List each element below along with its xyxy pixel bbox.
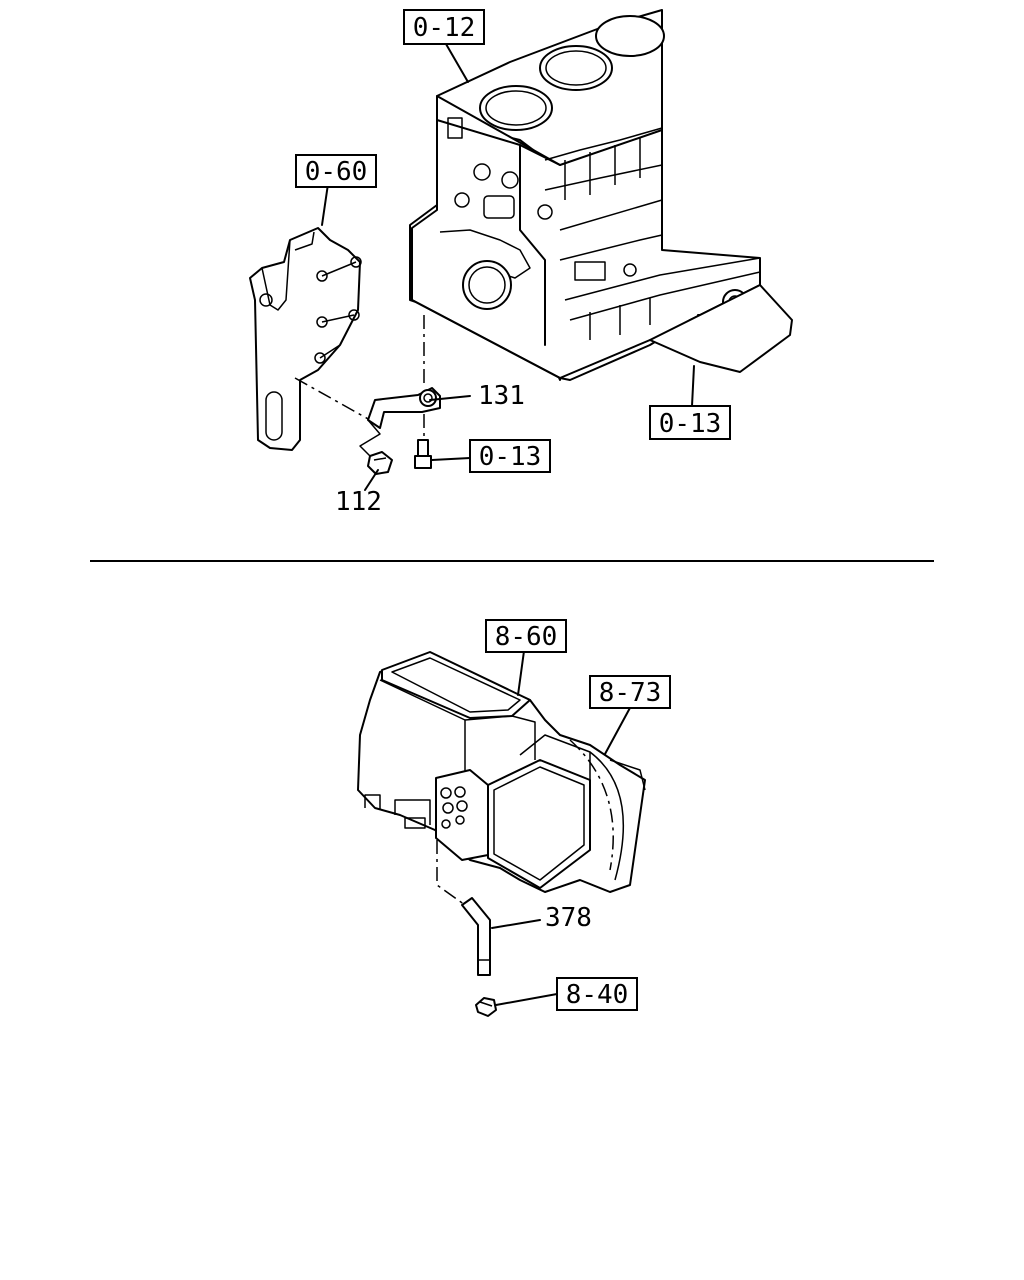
drain-hose-378: [461, 897, 491, 976]
svg-text:0-13: 0-13: [659, 409, 722, 439]
ref-box-0-60[interactable]: 0-60: [295, 154, 377, 188]
leader-8-60: [517, 650, 525, 696]
leader-0-12: [445, 43, 469, 83]
part-number-112[interactable]: 112: [335, 487, 382, 517]
part-number-378[interactable]: 378: [545, 903, 592, 933]
leader-bracket-to-stay: [294, 377, 371, 421]
leader-378: [491, 919, 541, 929]
leader-8-40: [495, 993, 558, 1006]
ref-box-8-73[interactable]: 8-73: [589, 675, 671, 709]
leader-0-13-bolt: [431, 457, 471, 461]
stay-bracket-131: [367, 387, 441, 429]
heater-unit: [357, 651, 646, 893]
leader-112: [364, 469, 379, 491]
ref-box-8-60[interactable]: 8-60: [485, 619, 567, 653]
leader-0-13-right: [691, 365, 695, 407]
zigzag-leader-112: [359, 419, 381, 459]
ref-box-0-12[interactable]: 0-12: [403, 9, 485, 45]
svg-text:0-60: 0-60: [305, 157, 368, 187]
engine-block: [409, 9, 793, 381]
svg-text:8-60: 8-60: [495, 622, 558, 652]
bolt-112: [367, 451, 393, 475]
front-cover-bracket: [249, 227, 362, 451]
part-number-131[interactable]: 131: [478, 381, 525, 411]
ref-box-8-40[interactable]: 8-40: [556, 977, 638, 1011]
leader-housing-to-hose: [436, 840, 466, 906]
ref-box-0-13-right[interactable]: 0-13: [649, 405, 731, 440]
hose-clip: [475, 997, 497, 1017]
svg-text:8-73: 8-73: [599, 678, 662, 708]
ref-box-0-13-bolt[interactable]: 0-13: [469, 439, 551, 473]
leader-0-60: [321, 183, 329, 226]
leader-131: [429, 395, 471, 401]
leader-8-73: [604, 705, 632, 755]
svg-text:0-12: 0-12: [413, 13, 476, 43]
svg-text:0-13: 0-13: [479, 442, 542, 472]
svg-text:8-40: 8-40: [566, 980, 629, 1010]
bolt-0-13: [414, 439, 432, 469]
